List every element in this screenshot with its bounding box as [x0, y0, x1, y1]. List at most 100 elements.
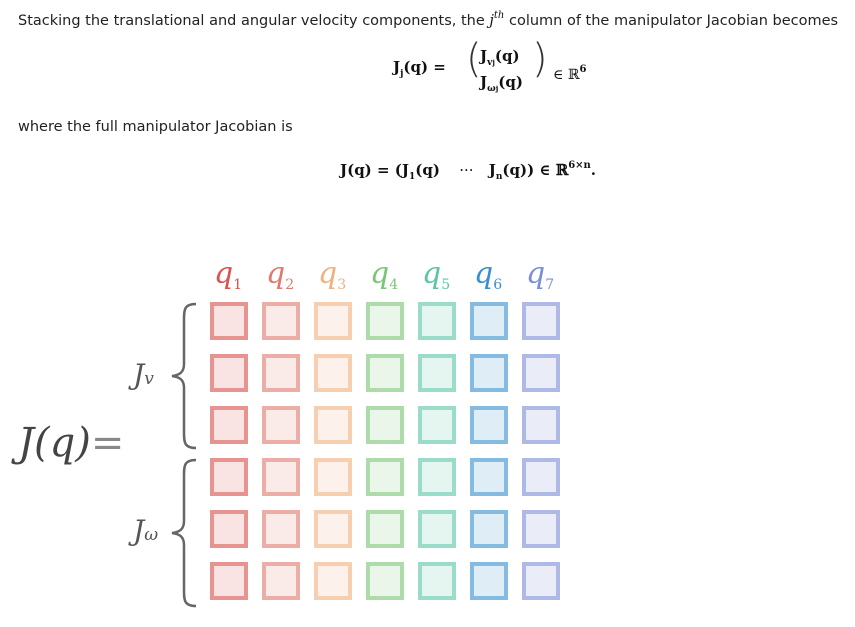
brace-jv [171, 302, 197, 450]
jv-sub: v [144, 369, 154, 389]
jacobian-cell [470, 562, 508, 600]
jacobian-cell [522, 510, 560, 548]
intro-text: Stacking the translational and angular v… [18, 13, 485, 29]
column-label-index: 3 [337, 277, 347, 293]
column-label-letter: q [422, 256, 442, 291]
column-label-q3: q3 [318, 256, 346, 293]
jacobian-lhs: J(q)= [18, 420, 124, 466]
eq1-top-subsub: j [492, 58, 495, 67]
eq2-last-sub: n [495, 172, 503, 182]
intro-sup: th [493, 10, 505, 21]
column-label-letter: q [474, 256, 494, 291]
jv-J: J [133, 358, 145, 391]
eq1-top-sub: vj [487, 58, 495, 68]
column-label-index: 2 [285, 277, 295, 293]
jv-label: Jv [133, 358, 154, 391]
column-label-index: 5 [441, 277, 451, 293]
jacobian-cell [262, 458, 300, 496]
column-label-letter: q [370, 256, 390, 291]
jacobian-cell [366, 510, 404, 548]
eq2-dots: ··· [459, 161, 474, 179]
jacobian-cell [366, 458, 404, 496]
column-label-letter: q [318, 256, 338, 291]
jacobian-cell [470, 302, 508, 340]
column-label-letter: q [526, 256, 546, 291]
where-paragraph: where the full manipulator Jacobian is [18, 119, 293, 135]
jacobian-cell [522, 562, 560, 600]
column-label-index: 7 [545, 277, 555, 293]
jacobian-cell [210, 458, 248, 496]
jacobian-cell [210, 302, 248, 340]
eq2-period: . [590, 161, 597, 179]
column-label-q1: q1 [214, 256, 242, 293]
eq1-power: 6 [579, 64, 587, 75]
jacobian-cell [470, 354, 508, 392]
jw-sub: ω [144, 525, 159, 545]
eq1-top-sub-v: v [487, 58, 493, 68]
jacobian-cell [522, 354, 560, 392]
jacobian-cell [314, 302, 352, 340]
jacobian-cell [262, 302, 300, 340]
eq1-top-arg: (q) [494, 47, 520, 65]
intro-paragraph: Stacking the translational and angular v… [18, 10, 838, 29]
intro-j-letter: j [489, 13, 494, 29]
jacobian-cell [314, 510, 352, 548]
eq1-bot-arg: (q) [498, 73, 523, 91]
column-label-q6: q6 [474, 256, 502, 293]
jacobian-cell [210, 406, 248, 444]
eq1-bot-J: J [480, 73, 488, 91]
eq1-left-paren: ( [466, 36, 482, 82]
jacobian-cell [210, 510, 248, 548]
jacobian-cell [522, 406, 560, 444]
jacobian-cell [366, 562, 404, 600]
column-label-q7: q7 [526, 256, 554, 293]
column-label-letter: q [214, 256, 234, 291]
column-label-index: 4 [389, 277, 399, 293]
jacobian-cell [314, 406, 352, 444]
jacobian-cell [470, 406, 508, 444]
eq1-lhs-arg: (q) = [403, 58, 446, 76]
eq1-bottom: Jωj(q) [480, 73, 523, 94]
jacobian-cell [366, 406, 404, 444]
eq1-bot-sub-w: ω [487, 84, 496, 94]
eq2-power: 6×n [568, 160, 591, 171]
jacobian-cell [418, 510, 456, 548]
jacobian-cell [418, 458, 456, 496]
column-label-q4: q4 [370, 256, 398, 293]
jacobian-cell [262, 406, 300, 444]
intro-j: jth [489, 10, 505, 29]
jacobian-cell [210, 354, 248, 392]
eq1-bot-subsub: j [495, 84, 499, 93]
jacobian-eq-sign: = [90, 420, 125, 466]
jacobian-cell [418, 562, 456, 600]
eq2-lhs: J(q) = (J [340, 161, 409, 179]
eq1-top-J: J [480, 47, 488, 65]
jacobian-cell [314, 354, 352, 392]
jacobian-cell [314, 562, 352, 600]
brace-jw [171, 458, 197, 608]
eq1-right-paren: ) [532, 36, 548, 82]
eq1-lhs-sub: j [400, 69, 404, 79]
eq2-last: J [488, 161, 496, 179]
eq1-lhs-J: J [393, 58, 401, 76]
eq1-vector: ( Jvj(q) Jωj(q) ) [466, 36, 548, 100]
eq1-bot-sub: ωj [487, 84, 498, 94]
jacobian-lhs-text: J(q) [18, 420, 91, 466]
column-label-index: 6 [493, 277, 503, 293]
jacobian-cell [418, 302, 456, 340]
eq1-in: ∈ ℝ6 [553, 64, 586, 83]
jacobian-cell [366, 354, 404, 392]
jacobian-cell [418, 406, 456, 444]
jacobian-cell [262, 510, 300, 548]
eq2-first-sub: 1 [409, 172, 416, 182]
eq2-first-arg: (q) [415, 161, 440, 179]
jacobian-cell [262, 354, 300, 392]
eq1-in-text: ∈ ℝ [553, 67, 580, 83]
jacobian-cell [470, 510, 508, 548]
intro-rest: column of the manipulator Jacobian becom… [508, 13, 839, 29]
jacobian-cell [366, 302, 404, 340]
equation-full-jacobian: J(q) = (J1(q) ··· Jn(q)) ∈ ℝ6×n. [340, 160, 596, 182]
column-label-q5: q5 [422, 256, 450, 293]
jacobian-cell [210, 562, 248, 600]
jacobian-cell [522, 458, 560, 496]
